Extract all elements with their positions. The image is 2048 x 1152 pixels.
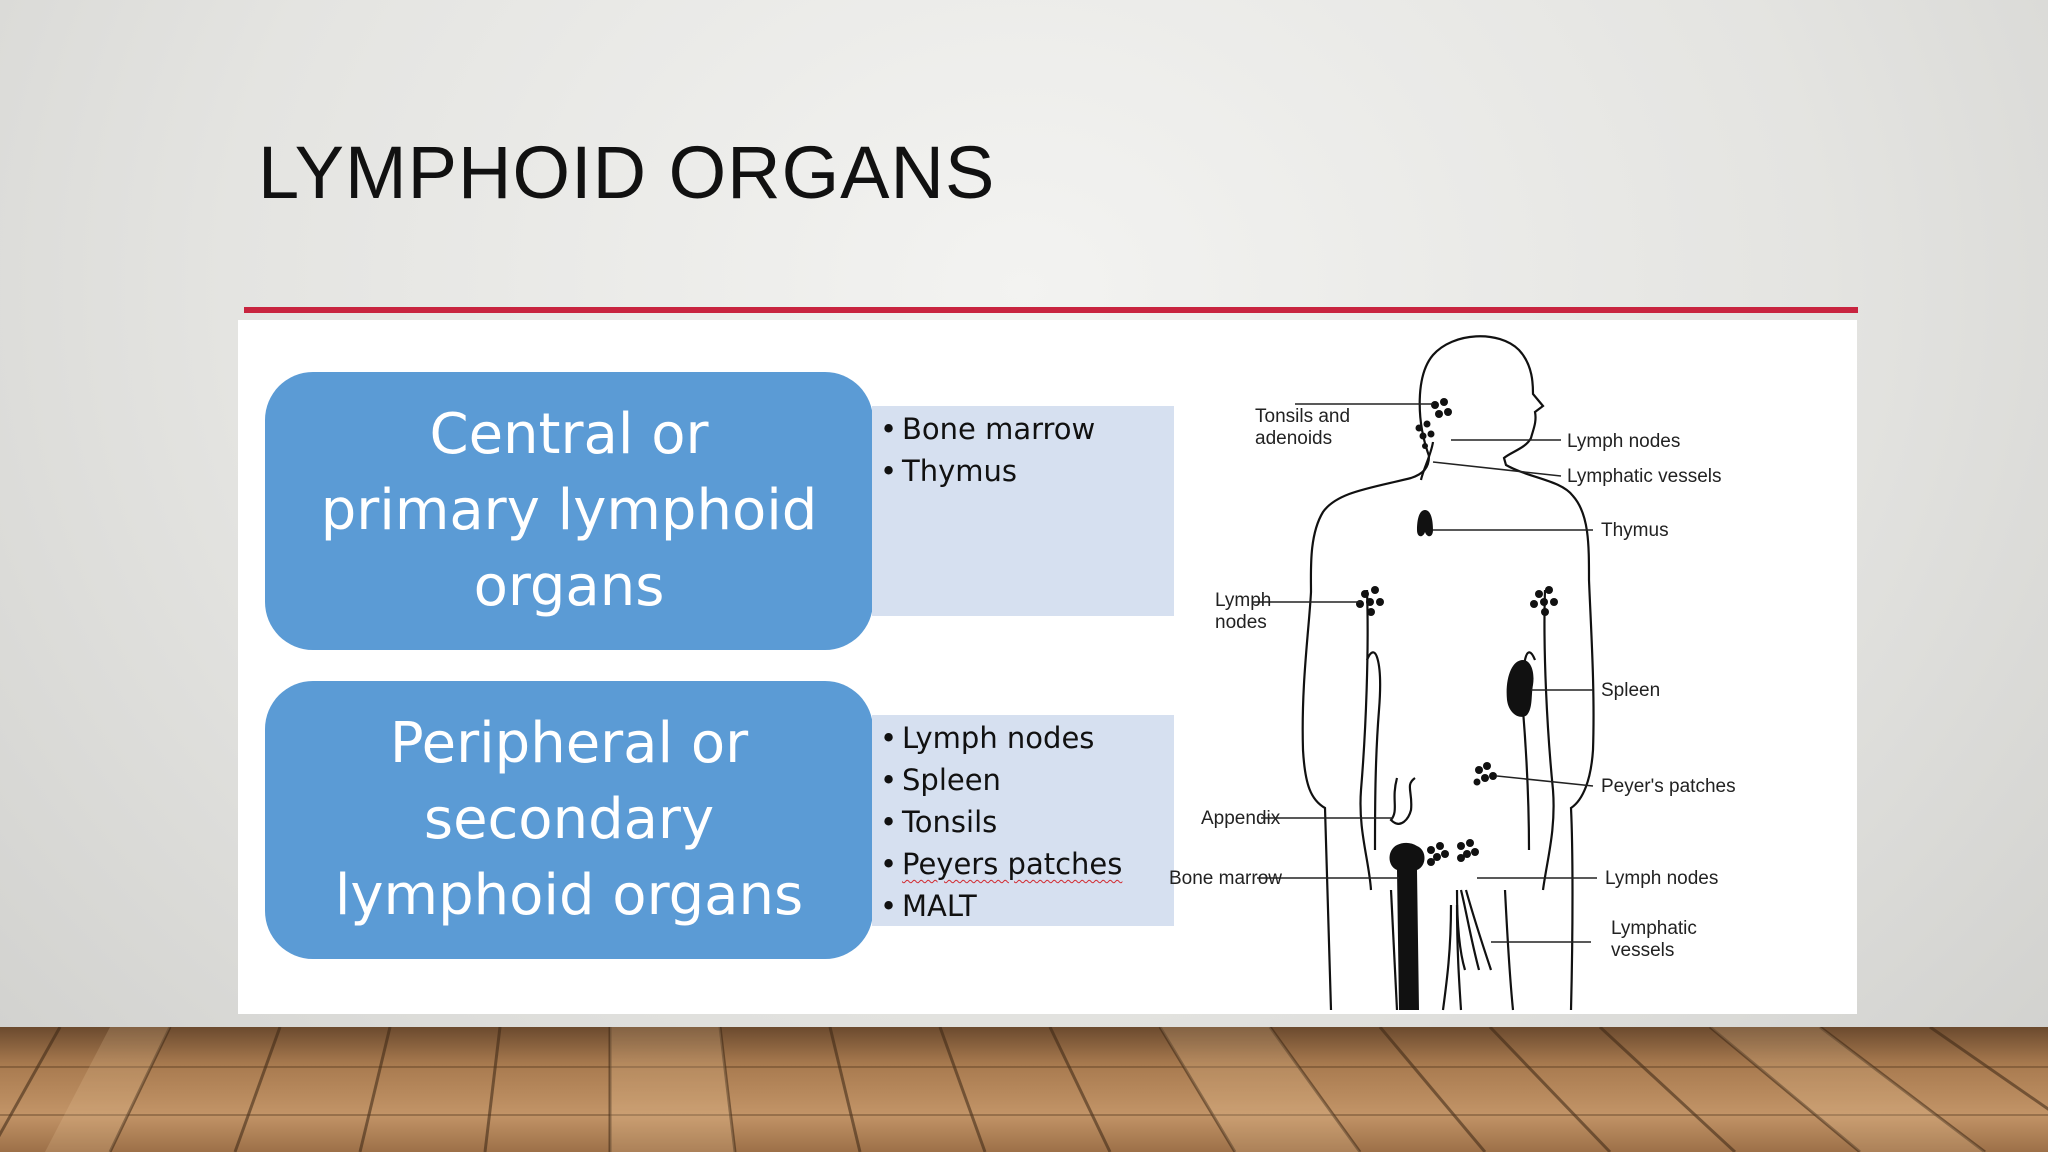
peripheral-lymphoid-heading: Peripheral or secondary lymphoid organs xyxy=(334,711,804,928)
central-lymphoid-card: Central or primary lymphoid organs xyxy=(265,372,873,650)
label-lymph-nodes-groin: Lymph nodes xyxy=(1605,868,1718,889)
central-lymphoid-heading: Central or primary lymphoid organs xyxy=(320,402,818,619)
label-peyers-patches: Peyer's patches xyxy=(1601,776,1736,797)
list-item: •Lymph nodes xyxy=(880,721,1095,755)
label-lymph-nodes-neck: Lymph nodes xyxy=(1567,431,1680,452)
label-lymphatic-vessels-neck: Lymphatic vessels xyxy=(1567,466,1722,487)
central-lymphoid-list: •Bone marrow •Thymus xyxy=(872,406,1174,616)
label-tonsils: Tonsils and xyxy=(1255,406,1350,427)
label-bone-marrow: Bone marrow xyxy=(1169,868,1282,889)
lymphatic-system-diagram: Tonsils and adenoids Lymph nodes Lymphat… xyxy=(1169,335,1736,1011)
label-nodes-left: nodes xyxy=(1215,612,1267,633)
label-lymph-left: Lymph xyxy=(1215,590,1271,611)
title-accent-rule xyxy=(244,307,1858,313)
content-panel: Central or primary lymphoid organs •Bone… xyxy=(238,320,1857,1014)
list-item: •MALT xyxy=(880,889,977,923)
list-item: •Spleen xyxy=(880,763,1001,797)
label-vessels-groin: vessels xyxy=(1611,940,1674,961)
peripheral-lymphoid-card: Peripheral or secondary lymphoid organs xyxy=(265,681,873,959)
list-item: •Tonsils xyxy=(880,805,998,839)
list-item: •Bone marrow xyxy=(880,412,1096,446)
label-appendix: Appendix xyxy=(1201,808,1281,829)
label-thymus: Thymus xyxy=(1601,520,1669,541)
label-lymphatic-groin: Lymphatic xyxy=(1611,918,1697,939)
wood-floor-background xyxy=(0,1027,2048,1152)
label-spleen: Spleen xyxy=(1601,680,1660,701)
list-item: •Peyers patches xyxy=(880,847,1123,881)
label-adenoids: adenoids xyxy=(1255,428,1332,449)
peripheral-lymphoid-list: •Lymph nodes •Spleen •Tonsils •Peyers pa… xyxy=(872,715,1174,926)
list-item: •Thymus xyxy=(880,454,1017,488)
slide-title: LYMPHOID ORGANS xyxy=(258,131,996,214)
